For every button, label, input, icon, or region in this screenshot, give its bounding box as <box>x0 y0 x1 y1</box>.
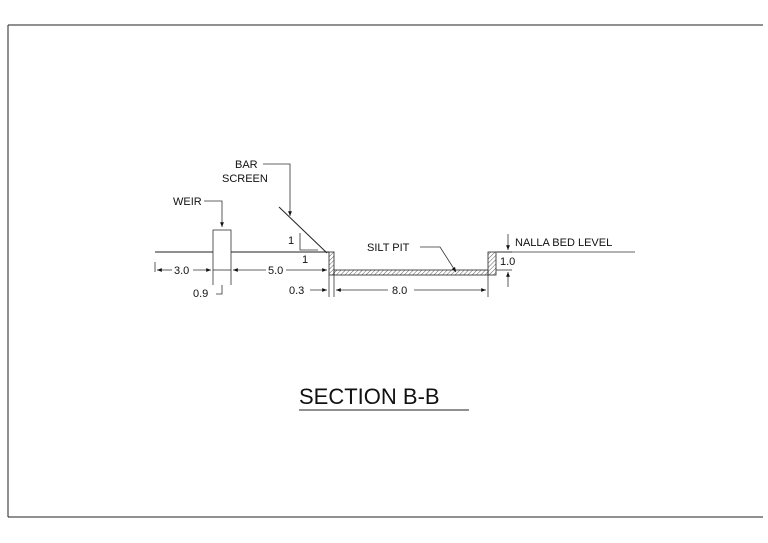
pit-floor <box>333 269 489 276</box>
nalla-bed-level-label: NALLA BED LEVEL <box>515 237 612 249</box>
svg-text:1.0: 1.0 <box>500 256 515 268</box>
slope-vertical-label: 1 <box>288 235 294 247</box>
section-title: SECTION B-B <box>299 384 440 409</box>
dim-pit-length: 8.0 <box>336 275 489 297</box>
svg-text:0.9: 0.9 <box>193 288 208 300</box>
dim-pit-depth: 1.0 <box>496 234 515 287</box>
svg-text:0.3: 0.3 <box>289 285 304 297</box>
sheet-border <box>7 24 763 518</box>
dim-left-approach: 3.0 <box>154 262 211 277</box>
dim-weir-width: 0.9 <box>193 270 232 300</box>
bar-screen-label: BAR <box>235 159 258 171</box>
screen-wall <box>328 251 335 276</box>
silt-pit-leader <box>420 246 457 273</box>
bar-screen <box>278 206 328 254</box>
weir-block <box>212 229 232 271</box>
svg-text:5.0: 5.0 <box>268 265 283 277</box>
pit-end-wall <box>487 251 497 276</box>
svg-text:8.0: 8.0 <box>392 285 407 297</box>
silt-pit-label: SILT PIT <box>367 242 410 254</box>
bar-screen-label: SCREEN <box>222 173 268 185</box>
bar-screen-leader <box>263 163 292 216</box>
dim-screen-wall: 0.3 <box>289 275 335 297</box>
weir-leader <box>204 200 224 227</box>
dim-weir-to-screen: 5.0 <box>233 265 327 277</box>
svg-text:3.0: 3.0 <box>174 265 189 277</box>
slope-horizontal-label: 1 <box>302 254 308 266</box>
weir-label: WEIR <box>173 196 202 208</box>
